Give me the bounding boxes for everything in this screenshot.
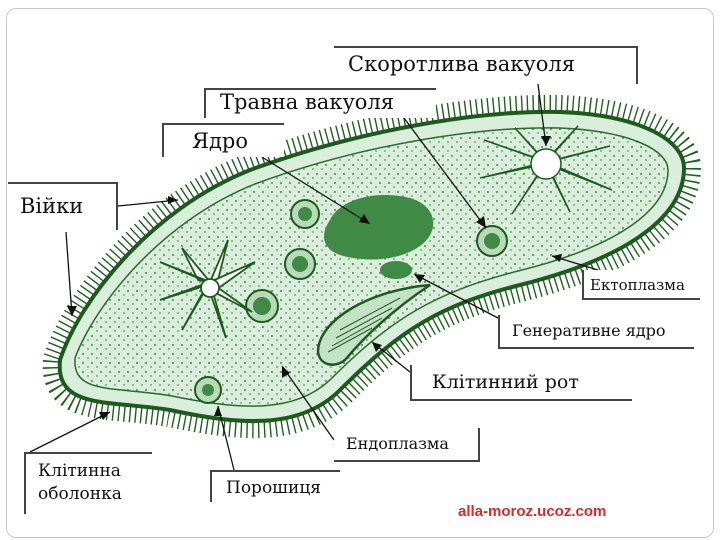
label-cell-membrane-line2: оболонка — [38, 483, 152, 506]
label-cilia: Війки — [8, 182, 118, 230]
watermark: alla-moroz.ucoz.com — [458, 503, 606, 520]
label-generative-nucleus: Генеративне ядро — [498, 315, 694, 349]
label-cell-mouth: Клітинний рот — [410, 365, 632, 401]
label-cell-membrane-line1: Клітинна — [38, 460, 152, 483]
label-pore: Порошиця — [210, 470, 340, 502]
label-contractile-vacuole: Скоротлива вакуоля — [334, 46, 638, 84]
label-food-vacuole: Травна вакуоля — [204, 88, 436, 118]
label-endoplasm: Ендоплазма — [334, 428, 480, 462]
label-nucleus: Ядро — [162, 123, 284, 157]
label-ectoplasm: Ектоплазма — [582, 270, 700, 300]
label-cell-membrane: Клітинна оболонка — [24, 452, 152, 514]
generative-nucleus-shape — [380, 261, 412, 279]
